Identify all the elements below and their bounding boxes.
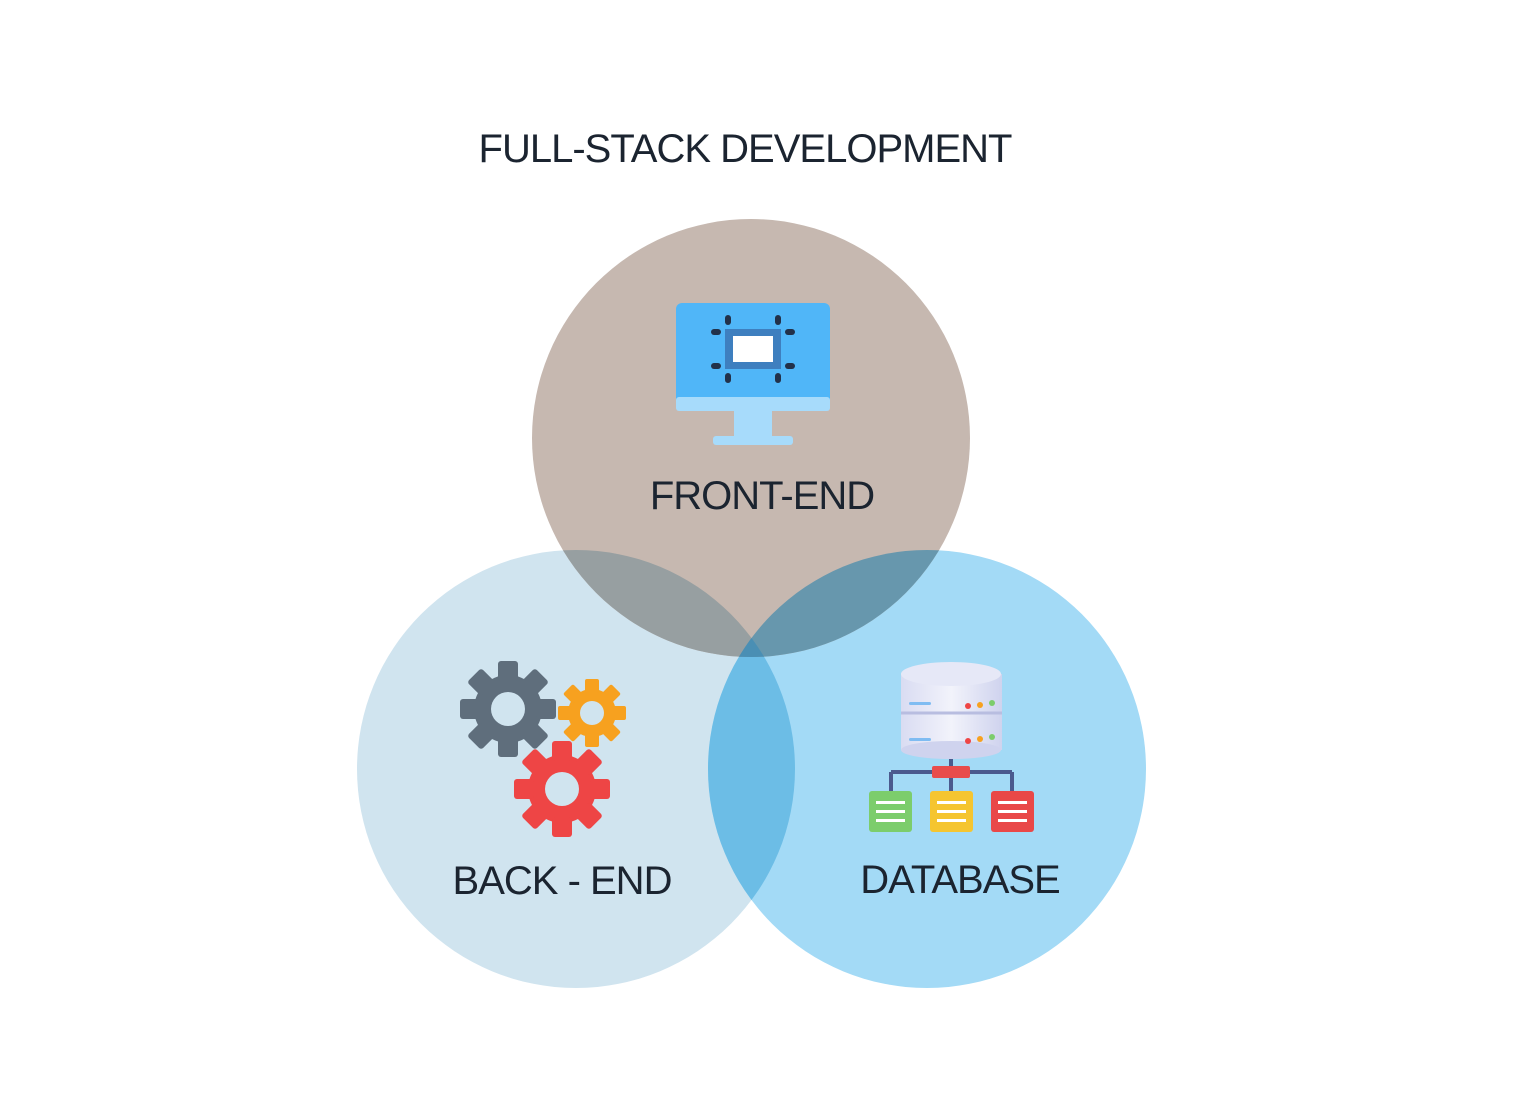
circle-database [708,550,1146,988]
front-end-label: FRONT-END [650,474,874,518]
db-table-yellow [930,791,973,832]
monitor-icon [676,303,830,445]
gear-red [514,741,610,837]
db-table-red [991,791,1034,832]
database-icon [869,662,1034,832]
back-end-label: BACK - END [453,859,672,903]
gears-icon [460,661,626,837]
database-label: DATABASE [860,858,1059,902]
db-table-green [869,791,912,832]
diagram-title: FULL-STACK DEVELOPMENT [479,127,1012,171]
